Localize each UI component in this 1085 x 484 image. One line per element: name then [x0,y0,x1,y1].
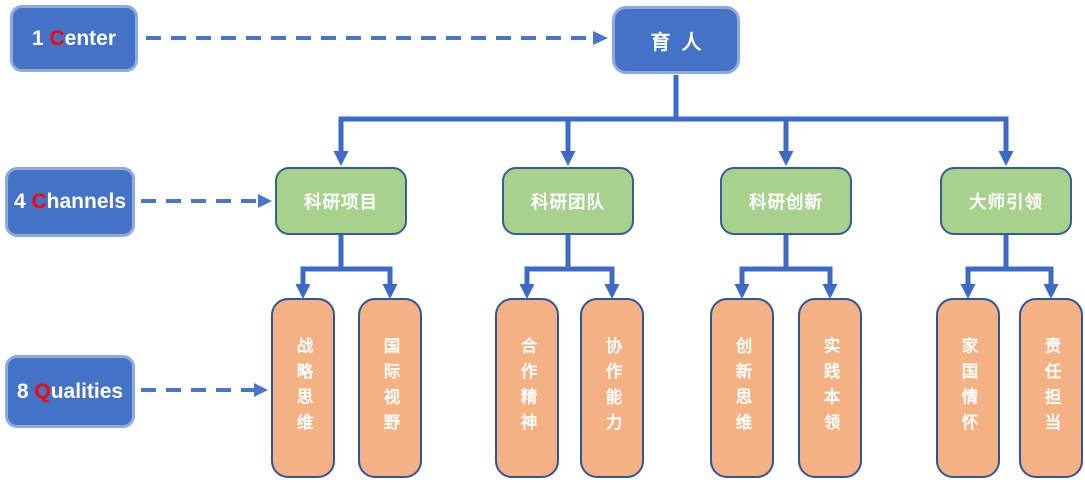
legend-accent-letter: C [31,190,47,213]
node-label: 合作精神 [518,337,536,439]
node-patriotic-feeling: 家国情怀 [936,298,1000,478]
node-responsibility: 责任担当 [1019,298,1083,478]
legend-prefix: 4 [13,190,32,213]
node-cooperation-spirit: 合作精神 [495,298,559,478]
tree-arrowhead-4 [998,151,1014,166]
subtree-arrowhead-1a [295,284,311,299]
node-practical-skills: 实践本领 [798,298,862,478]
subtree-arrowhead-2a [519,284,535,299]
node-master-guidance: 大师引领 [940,167,1072,235]
node-label: 国际视野 [381,337,399,439]
node-label: 大师引领 [969,191,1043,212]
node-label: 责任担当 [1042,337,1060,439]
node-international-vision: 国际视野 [358,298,422,478]
legend-accent-letter: C [49,26,65,50]
dashed-arrowhead-center [593,31,608,45]
tree-arrowhead-3 [778,151,794,166]
subtree-arrowhead-4b [1043,284,1059,299]
legend-rest: enter [64,26,117,50]
legend-prefix: 1 [31,26,50,50]
node-innovative-thinking: 创新思维 [710,298,774,478]
tree-arrowhead-1 [333,151,349,166]
node-label: 实践本领 [821,337,839,439]
node-research-innovation: 科研创新 [720,167,852,235]
node-label: 育 人 [650,31,702,54]
legend-rest: ualities [50,379,124,403]
dashed-arrowhead-channels [258,194,272,208]
node-yu-ren: 育 人 [612,6,740,74]
subtree-arrowhead-2b [604,284,620,299]
subtree-arrowhead-3a [734,284,750,299]
node-label: 科研团队 [531,191,605,212]
subtree-arrowhead-3b [822,284,838,299]
tree-arrowhead-2 [560,151,576,166]
node-strategic-thinking: 战略思维 [271,298,335,478]
legend-rest: hannels [46,190,127,213]
legend-accent-letter: Q [34,379,51,403]
node-label: 战略思维 [294,337,312,439]
node-label: 家国情怀 [959,337,977,439]
node-label: 创新思维 [733,337,751,439]
dashed-arrowhead-qualities [254,383,268,397]
node-research-projects: 科研项目 [275,167,407,235]
node-research-teams: 科研团队 [502,167,634,235]
legend-prefix: 8 [16,379,35,403]
node-label: 科研项目 [304,191,378,212]
subtree-arrowhead-4a [960,284,976,299]
node-label: 协作能力 [603,337,621,439]
subtree-arrowhead-1b [382,284,398,299]
node-collaboration-ability: 协作能力 [580,298,644,478]
node-label: 科研创新 [749,191,823,212]
